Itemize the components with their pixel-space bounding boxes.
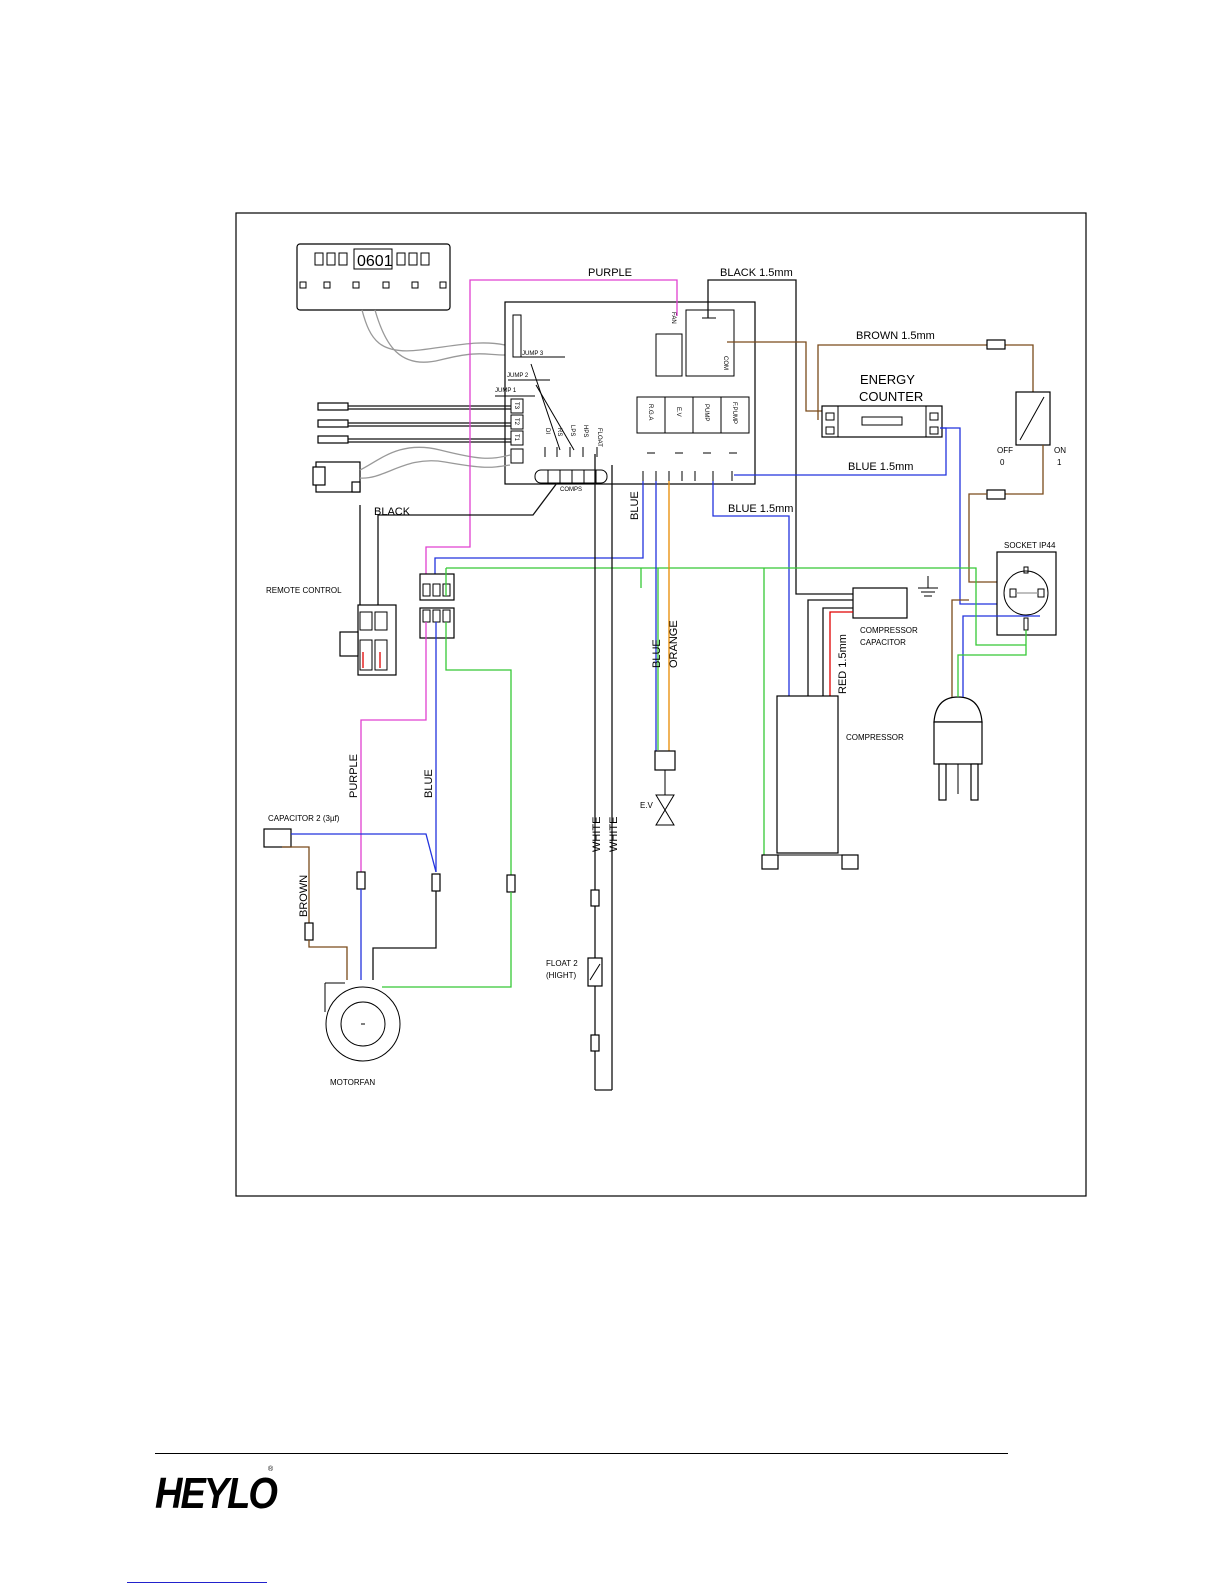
ground-symbol xyxy=(918,576,938,597)
wire-red-comp: RED 1.5mm xyxy=(837,634,849,694)
compressor-label: COMPRESSOR xyxy=(846,733,904,742)
control-board: JUMP 3 JUMP 2 JUMP 1 COM FAN R.G.A E.V P… xyxy=(495,301,756,493)
switch-off-label: OFF xyxy=(997,446,1013,455)
wire-purple-top: PURPLE xyxy=(588,267,632,279)
wire-purple-fan: PURPLE xyxy=(348,754,360,798)
compressor: COMPRESSOR xyxy=(761,695,904,870)
remote-label: REMOTE CONTROL xyxy=(266,586,342,595)
brand-logo: HEYLO xyxy=(155,1470,278,1519)
energy-counter-label-2: COUNTER xyxy=(859,389,923,404)
fan-label: FAN xyxy=(670,312,676,324)
footer-rule xyxy=(155,1453,1008,1454)
input-di: DI xyxy=(544,428,550,434)
input-hps: HPS xyxy=(582,425,588,437)
relay-ev: E.V xyxy=(675,407,681,417)
power-plug xyxy=(933,696,983,801)
compressor-capacitor: COMPRESSOR CAPACITOR xyxy=(852,587,918,647)
relay-fpump: F.PUMP xyxy=(731,402,737,424)
jump3-label: JUMP 3 xyxy=(522,351,544,357)
com-label: COM xyxy=(722,356,728,370)
comp-cap-label-1: COMPRESSOR xyxy=(860,626,918,635)
input-float: FLOAT xyxy=(596,428,602,447)
input-lps: LPS xyxy=(569,425,575,436)
energy-counter: ENERGY COUNTER xyxy=(821,372,943,438)
wire-blue-ev: BLUE xyxy=(651,639,663,668)
float2-label-2: (HIGHT) xyxy=(546,971,577,980)
jump2-label: JUMP 2 xyxy=(507,373,529,379)
switch-off-value: 0 xyxy=(1000,458,1005,467)
diagram-frame xyxy=(235,212,1087,1197)
t2-label: T2 xyxy=(513,418,519,426)
switch-on-value: 1 xyxy=(1057,458,1062,467)
capacitor-2: CAPACITOR 2 (3µf) xyxy=(263,814,340,848)
fan-connector xyxy=(419,573,455,639)
wire-black-top: BLACK 1.5mm xyxy=(720,267,793,279)
wire-brown-cap: BROWN xyxy=(298,875,310,917)
display-panel: 0601 xyxy=(296,243,451,311)
relay-pump: PUMP xyxy=(703,404,709,421)
wire-white-2: WHITE xyxy=(608,817,620,852)
sensor-plug xyxy=(312,446,511,493)
comps-label: COMPS xyxy=(560,487,582,493)
float2-label-1: FLOAT 2 xyxy=(546,959,578,968)
motorfan-label: MOTORFAN xyxy=(330,1078,375,1087)
ev-label: E.V xyxy=(640,801,654,810)
remote-control: REMOTE CONTROL xyxy=(266,586,397,676)
comp-cap-label-2: CAPACITOR xyxy=(860,638,906,647)
socket-label: SOCKET IP44 xyxy=(1004,541,1056,550)
wire-black-left: BLACK xyxy=(374,506,411,518)
solenoid-valve: E.V xyxy=(640,750,676,826)
wire-white-1: WHITE xyxy=(591,817,603,852)
energy-counter-label-1: ENERGY xyxy=(860,372,915,387)
bottom-link-underline xyxy=(127,1582,267,1583)
wire-brown-top: BROWN 1.5mm xyxy=(856,330,935,342)
relay-rga: R.G.A xyxy=(647,404,653,420)
capacitor2-label: CAPACITOR 2 (3µf) xyxy=(268,814,340,823)
display-value: 0601 xyxy=(357,253,393,270)
wire-blue-fan: BLUE xyxy=(423,769,435,798)
on-off-switch: OFF 0 ON 1 xyxy=(997,391,1066,467)
jump1-label: JUMP 1 xyxy=(495,388,517,394)
input-rs: RS xyxy=(556,428,562,436)
wire-blue-mid: BLUE 1.5mm xyxy=(848,461,913,473)
wire-blue-vert: BLUE xyxy=(629,491,641,520)
float-switch-2: FLOAT 2 (HIGHT) xyxy=(546,957,603,987)
temperature-probes xyxy=(317,402,511,444)
t1-label: T1 xyxy=(513,434,519,442)
switch-on-label: ON xyxy=(1054,446,1066,455)
registered-mark: ® xyxy=(268,1466,274,1473)
t3-label: T3 xyxy=(513,402,519,410)
socket-ip44: SOCKET IP44 xyxy=(996,541,1057,636)
wire-blue-lower: BLUE 1.5mm xyxy=(728,503,793,515)
motor-fan: MOTORFAN xyxy=(324,982,401,1087)
wire-orange-ev: ORANGE xyxy=(668,620,680,668)
